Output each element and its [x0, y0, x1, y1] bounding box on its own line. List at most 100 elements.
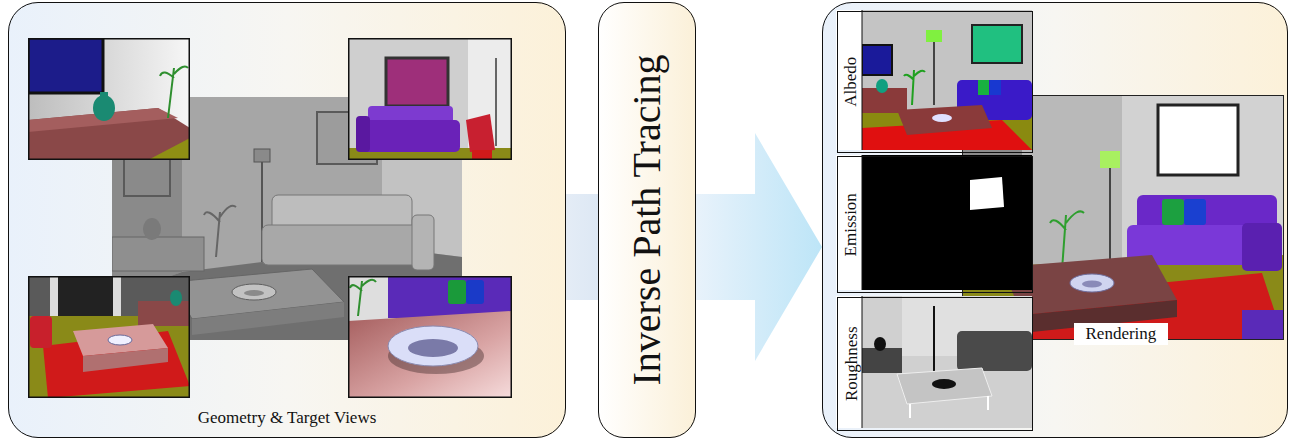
target-view-part: [100, 92, 108, 98]
panel-grounds-part: [822, 2, 1288, 438]
roughness-map-part: [933, 306, 935, 371]
panel-grounds-part: [598, 2, 696, 438]
target-view-part: [349, 277, 512, 398]
rendering-image-part: [1184, 199, 1206, 225]
target-view-part: [83, 348, 168, 372]
albedo-map-part: [897, 105, 992, 135]
albedo-map-part: [972, 25, 1022, 63]
target-view-part: [388, 326, 478, 366]
geometry-render-part: [112, 237, 204, 271]
target-view-part: [43, 331, 190, 398]
target-view-part: [113, 276, 121, 321]
roughness-map-part: [874, 337, 886, 351]
target-view-part: [29, 39, 190, 160]
target-view: [28, 276, 190, 398]
target-view-part: [29, 277, 190, 398]
panel-grounds: [8, 2, 1288, 438]
target-view: [348, 276, 512, 398]
method-title-holder: Inverse Path Tracing: [599, 3, 695, 437]
label-column-dividers: [862, 10, 863, 428]
target-view-part: [388, 276, 512, 318]
rendering-box: Rendering: [963, 96, 1285, 348]
label-columns-part: [836, 10, 862, 150]
target-view-part: [93, 95, 115, 121]
target-view-part: [348, 311, 512, 398]
target-view-part: [356, 116, 370, 152]
target-view-part: [28, 38, 190, 160]
map-label-holder: Albedo: [838, 12, 864, 152]
label-columns-part: [836, 155, 862, 290]
target-view-part: [28, 38, 103, 93]
rendering-image-part: [1158, 105, 1238, 175]
albedo-map-part: [933, 40, 935, 105]
input-panel: Geometry & Target Views: [8, 2, 566, 438]
material-map: Emission: [837, 156, 1033, 293]
panel-grounds-part: [8, 2, 566, 438]
rendering-label: Rendering: [1074, 323, 1169, 345]
target-view-part: [350, 280, 376, 316]
geometry-render-part: [143, 218, 161, 240]
albedo-map-part: [862, 10, 1032, 150]
roughness-map: [862, 296, 1032, 428]
target-view-part: [495, 58, 497, 146]
method-panel: Inverse Path Tracing: [598, 2, 696, 438]
albedo-map-part: [862, 45, 892, 75]
material-map: Roughness: [837, 297, 1033, 431]
geometry-render-part: [254, 149, 270, 162]
roughness-map-part: [932, 379, 956, 389]
geometry-render-part: [244, 290, 264, 296]
rendering-image-part: [1100, 151, 1120, 168]
label-columns: [836, 10, 862, 428]
target-view-part: [348, 276, 512, 398]
roughness-map-part: [909, 404, 911, 418]
target-view-part: [28, 276, 190, 398]
material-map: Albedo: [837, 11, 1033, 153]
geometry-render-part: [204, 206, 236, 257]
rendering-label-holder: Rendering: [1074, 323, 1169, 345]
rendering-image-part: [1162, 199, 1184, 225]
albedo-map-part: [926, 30, 942, 42]
target-view-part: [360, 120, 460, 152]
map-label: Albedo: [841, 57, 861, 107]
target-view-part: [349, 39, 512, 160]
map-label-holder: Roughness: [838, 298, 864, 430]
map-label-holder: Emission: [838, 157, 864, 292]
albedo-map-part: [932, 114, 952, 122]
label-column-dividers-part: [862, 296, 863, 428]
target-view-part: [148, 138, 190, 160]
albedo-map: [862, 10, 1032, 150]
target-view: [28, 38, 190, 160]
rendering-image-part: [1109, 165, 1111, 273]
panel-caption: Geometry & Target Views: [198, 408, 377, 427]
rendering-image-part: [1070, 274, 1114, 292]
geometry-render-part: [412, 215, 434, 270]
target-view-part: [348, 38, 512, 160]
method-title: Inverse Path Tracing: [624, 54, 670, 385]
rendering-image-part: [1082, 281, 1102, 288]
albedo-map-part: [978, 80, 989, 95]
target-view-part: [448, 280, 466, 304]
target-view-part: [108, 335, 132, 345]
roughness-map-part: [987, 396, 989, 410]
target-view-part: [170, 290, 182, 306]
label-columns-part: [836, 296, 862, 428]
albedo-map-part: [904, 70, 925, 105]
target-view-part: [58, 276, 113, 316]
roughness-map-part: [897, 368, 992, 404]
target-view-part: [160, 66, 188, 118]
roughness-map-part: [957, 331, 1032, 371]
label-column-dividers-part: [862, 10, 863, 150]
target-view-part: [386, 58, 448, 106]
target-view: [348, 38, 512, 160]
target-view-part: [50, 276, 58, 321]
geometry-render-part: [262, 225, 427, 265]
emission-map-part: [862, 155, 1032, 290]
albedo-map-part: [990, 80, 1001, 95]
target-view-part: [466, 114, 495, 152]
albedo-map-part: [876, 79, 888, 93]
target-view-part: [466, 280, 484, 304]
rendering-image-part: [1242, 310, 1284, 340]
map-label: Roughness: [841, 327, 861, 402]
flow-arrow: [696, 133, 822, 361]
